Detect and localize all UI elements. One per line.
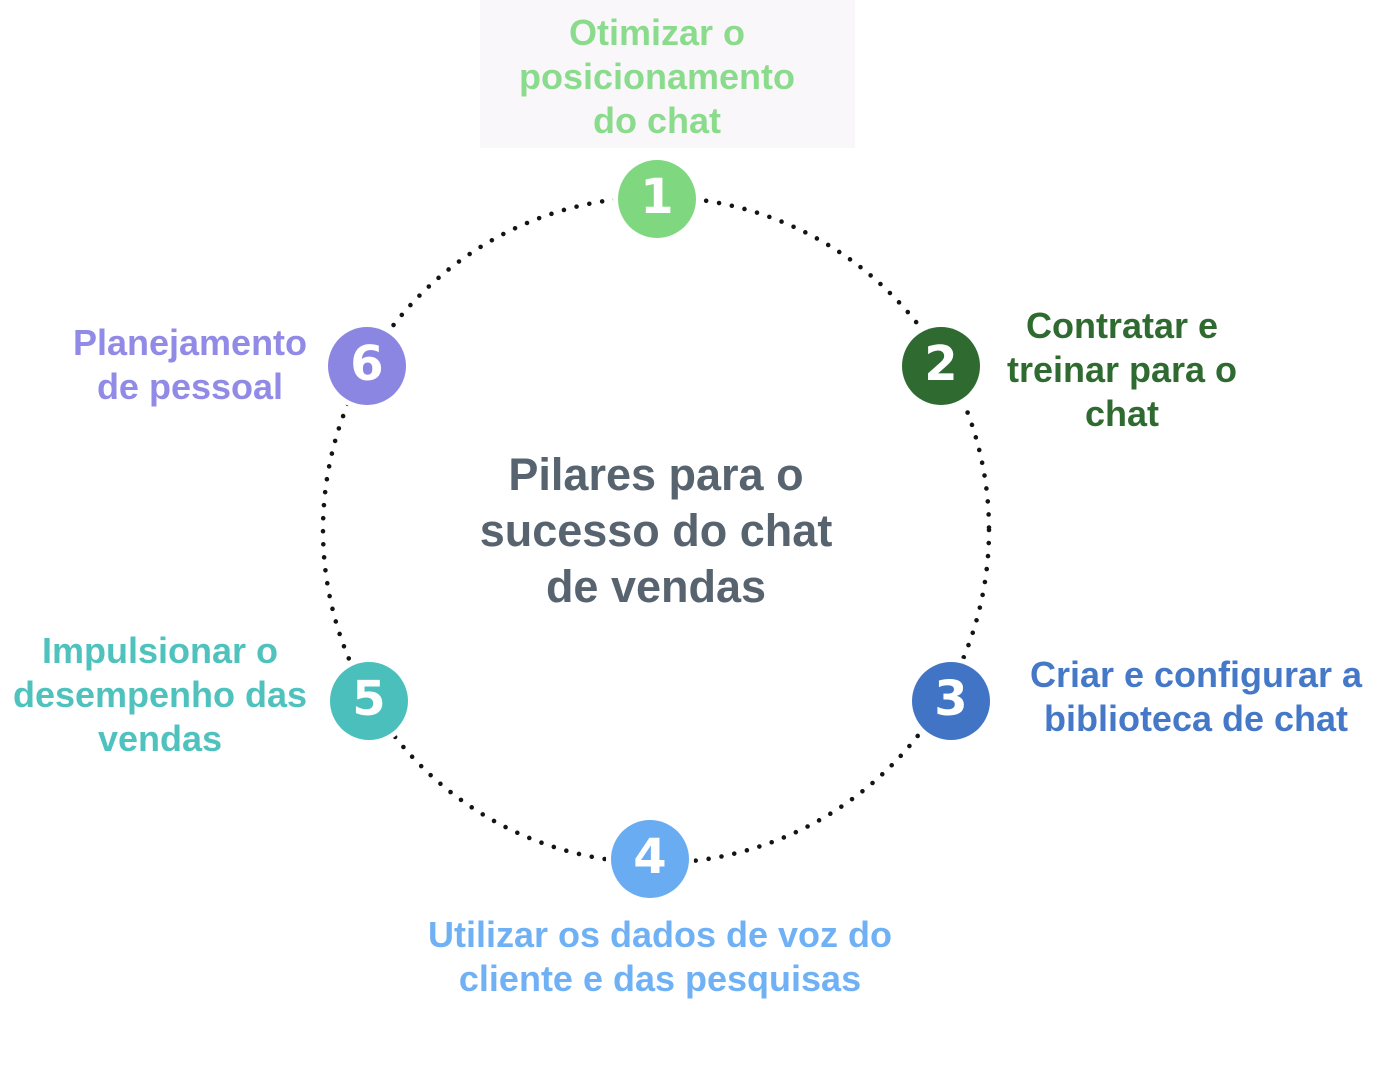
step-6-number: 6 <box>350 336 384 392</box>
step-2-number: 2 <box>924 336 958 392</box>
step-3-label: Criar e configurar a biblioteca de chat <box>1029 654 1363 739</box>
step-4-circle: 4 <box>611 820 689 898</box>
step-4-label: Utilizar os dados de voz do cliente e da… <box>427 914 893 999</box>
diagram-title: Pilares para o sucesso do chat de vendas <box>479 449 833 612</box>
step-5-number: 5 <box>352 671 386 727</box>
step-1-circle: 1 <box>618 160 696 238</box>
step-6-label: Planejamento de pessoal <box>72 322 308 407</box>
step-2-circle: 2 <box>902 327 980 405</box>
top-label-highlight <box>480 0 855 148</box>
step-3-circle: 3 <box>912 662 990 740</box>
step-2-label: Contratar e treinar para o chat <box>1006 305 1238 434</box>
step-6-circle: 6 <box>328 327 406 405</box>
step-1-label: Otimizar o posicionamento do chat <box>518 12 796 141</box>
step-5-circle: 5 <box>330 662 408 740</box>
step-4-number: 4 <box>633 829 667 885</box>
step-1-number: 1 <box>640 169 674 225</box>
step-3-number: 3 <box>934 671 968 727</box>
step-5-label: Impulsionar o desempenho das vendas <box>12 630 308 759</box>
